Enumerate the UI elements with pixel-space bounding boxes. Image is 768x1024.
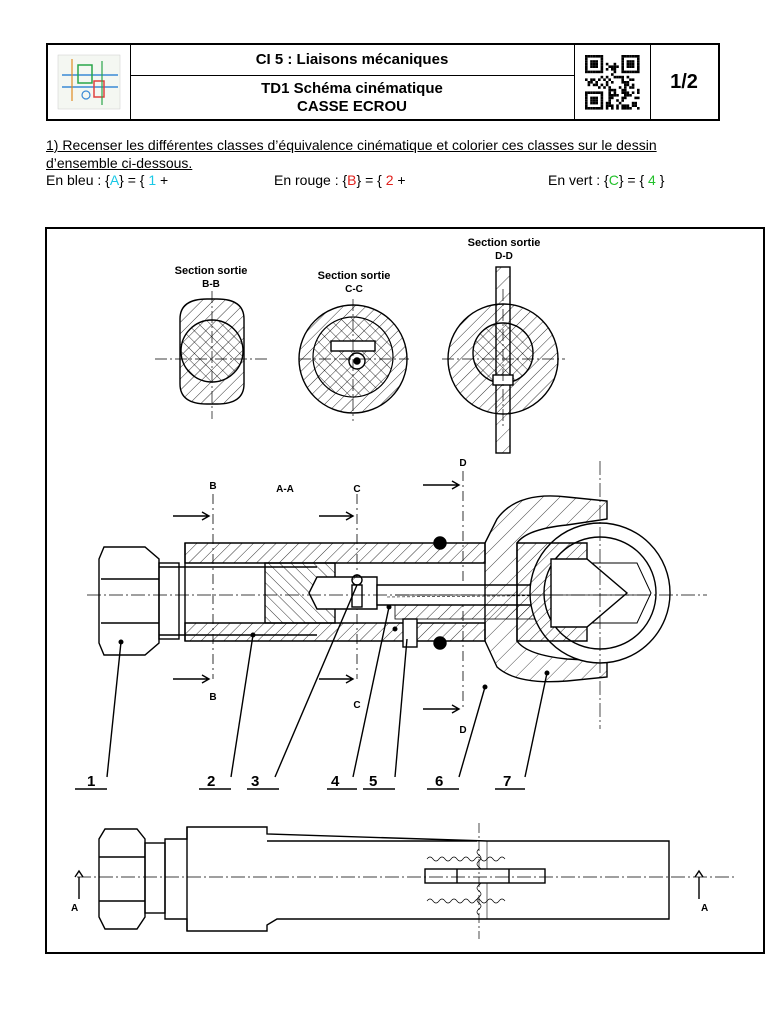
page-number: 1/2 bbox=[670, 71, 698, 93]
question-text: 1) Recenser les différentes classes d’éq… bbox=[46, 137, 657, 171]
assembly-drawing: Section sortie B-B Section sortie C-C Se… bbox=[71, 237, 737, 939]
class-red: En rouge : {B} = { 2 + bbox=[274, 172, 406, 188]
cut-label-c-top: C bbox=[353, 484, 360, 495]
part-number-5: 5 bbox=[369, 773, 377, 790]
part-number-2: 2 bbox=[207, 773, 215, 790]
section-cc: Section sortie C-C bbox=[298, 270, 409, 421]
section-cc-ref: C-C bbox=[345, 284, 363, 295]
cut-label-a-left: A bbox=[71, 903, 78, 914]
course-title: CI 5 : Liaisons mécaniques bbox=[130, 45, 574, 76]
cut-label-d-top: D bbox=[459, 458, 466, 469]
part-number-7: 7 bbox=[503, 773, 511, 790]
title-area: CI 5 : Liaisons mécaniques TD1 Schéma ci… bbox=[130, 45, 575, 119]
section-bb-ref: B-B bbox=[202, 279, 220, 290]
title-block: CI 5 : Liaisons mécaniques TD1 Schéma ci… bbox=[46, 43, 720, 121]
cut-label-d-bottom: D bbox=[459, 725, 466, 736]
td-title-line2: CASSE ECROU bbox=[296, 98, 408, 115]
part-number-6: 6 bbox=[435, 773, 443, 790]
cut-label-b-bottom: B bbox=[209, 692, 216, 703]
logo-thumbnail bbox=[48, 45, 131, 119]
section-dd-ref: D-D bbox=[495, 251, 513, 262]
section-cc-title: Section sortie bbox=[318, 270, 391, 282]
exterior-view: A A bbox=[71, 823, 737, 939]
cut-label-b-top: B bbox=[209, 481, 216, 492]
part-number-3: 3 bbox=[251, 773, 259, 790]
class-green: En vert : {C} = { 4 } bbox=[548, 172, 665, 188]
td-title: TD1 Schéma cinématique CASSE ECROU bbox=[130, 76, 574, 116]
qr-code-icon bbox=[585, 55, 640, 110]
main-view-label: A-A bbox=[276, 484, 294, 495]
part-number-1: 1 bbox=[87, 773, 95, 790]
cut-label-a-right: A bbox=[701, 903, 708, 914]
part-number-4: 4 bbox=[331, 773, 340, 790]
equivalence-classes: En bleu : {A} = { 1 + En rouge : {B} = {… bbox=[46, 172, 726, 192]
section-bb-title: Section sortie bbox=[175, 265, 248, 277]
section-dd: Section sortie D-D bbox=[442, 237, 565, 454]
td-title-line1: TD1 Schéma cinématique bbox=[261, 80, 443, 97]
cut-label-c-bottom: C bbox=[353, 700, 360, 711]
section-bb: Section sortie B-B bbox=[155, 265, 269, 419]
section-dd-title: Section sortie bbox=[468, 237, 541, 249]
class-blue: En bleu : {A} = { 1 + bbox=[46, 172, 169, 188]
main-section-view: A-A B B C C D D bbox=[75, 458, 707, 790]
assembly-drawing-frame: Section sortie B-B Section sortie C-C Se… bbox=[45, 227, 765, 954]
mechanism-thumbnail-icon bbox=[57, 54, 121, 110]
qr-code bbox=[574, 45, 651, 119]
